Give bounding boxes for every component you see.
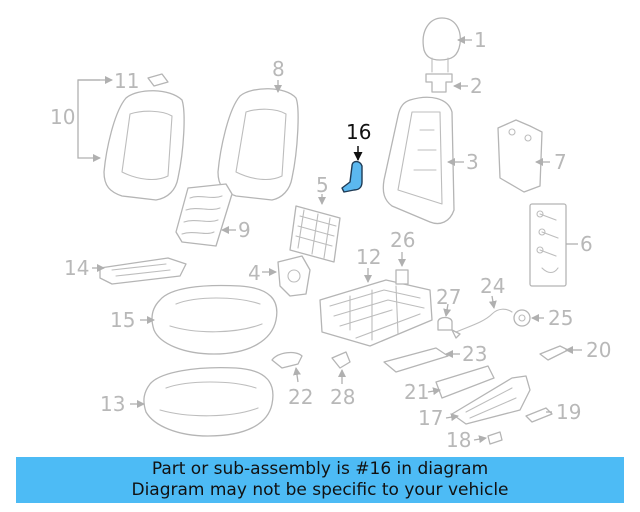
part-17-side-shield (445, 375, 531, 425)
callout-3: 3 (466, 150, 479, 174)
banner-disclaimer: Diagram may not be specific to your vehi… (131, 480, 509, 500)
part-6-fastener-kit (529, 203, 578, 287)
part-22-lever (271, 351, 303, 383)
part-27-knob (437, 303, 453, 331)
part-12-seat-frame (319, 268, 433, 347)
part-5-spring-mat (289, 194, 341, 263)
part-21-inner-shield (427, 365, 495, 399)
callout-14: 14 (64, 256, 89, 280)
part-16-highlighted (341, 146, 363, 193)
part-3-seatback-frame (382, 96, 464, 225)
part-9-lumbar-pad (175, 183, 236, 247)
part-15-cushion-cover (140, 284, 278, 355)
callout-15: 15 (110, 308, 135, 332)
callout-11: 11 (114, 69, 139, 93)
part-4-recliner (262, 255, 311, 297)
callout-20: 20 (586, 338, 611, 362)
part-19-cover (525, 407, 553, 423)
part-7-rear-panel (497, 119, 550, 193)
part-20-cover (539, 345, 582, 361)
callout-21: 21 (404, 380, 429, 404)
callout-8: 8 (272, 57, 285, 81)
callout-19: 19 (556, 400, 581, 424)
callout-12: 12 (356, 245, 381, 269)
diagram-note-banner: Part or sub-assembly is #16 in diagram D… (16, 457, 624, 503)
callout-17: 17 (418, 406, 443, 430)
callout-13: 13 (100, 392, 125, 416)
callout-16-highlighted: 16 (346, 120, 371, 144)
callout-10: 10 (50, 105, 75, 129)
callout-24: 24 (480, 274, 505, 298)
callout-7: 7 (554, 150, 567, 174)
part-1-headrest (422, 17, 472, 73)
callout-27: 27 (436, 285, 461, 309)
part-26-switch (395, 252, 409, 285)
callout-28: 28 (330, 385, 355, 409)
callout-26: 26 (390, 228, 415, 252)
callout-22: 22 (288, 385, 313, 409)
exploded-seat-diagram: 1 2 3 4 5 6 7 8 9 10 11 12 13 14 15 16 1… (50, 17, 611, 452)
callout-2: 2 (470, 74, 483, 98)
part-10-seatback-trim (77, 76, 185, 201)
part-28-lever (331, 351, 351, 384)
banner-part-note: Part or sub-assembly is #16 in diagram (151, 459, 489, 479)
callout-5: 5 (316, 173, 329, 197)
part-24-cable (451, 295, 513, 339)
part-2-headrest-guide (425, 73, 468, 93)
callout-25: 25 (548, 306, 573, 330)
part-25-cap (513, 309, 544, 327)
part-11-clip (147, 73, 169, 87)
part-8-seatback-cover (217, 80, 299, 201)
callout-9: 9 (238, 218, 251, 242)
callout-18: 18 (446, 428, 471, 452)
part-23-rail-cover (383, 347, 460, 373)
part-13-cushion-pad (130, 366, 274, 437)
callout-4: 4 (248, 261, 261, 285)
part-18-cap (473, 431, 503, 445)
part-14-heater-pad (92, 257, 187, 285)
callout-23: 23 (462, 342, 487, 366)
callout-1: 1 (474, 28, 487, 52)
callout-6: 6 (580, 232, 593, 256)
